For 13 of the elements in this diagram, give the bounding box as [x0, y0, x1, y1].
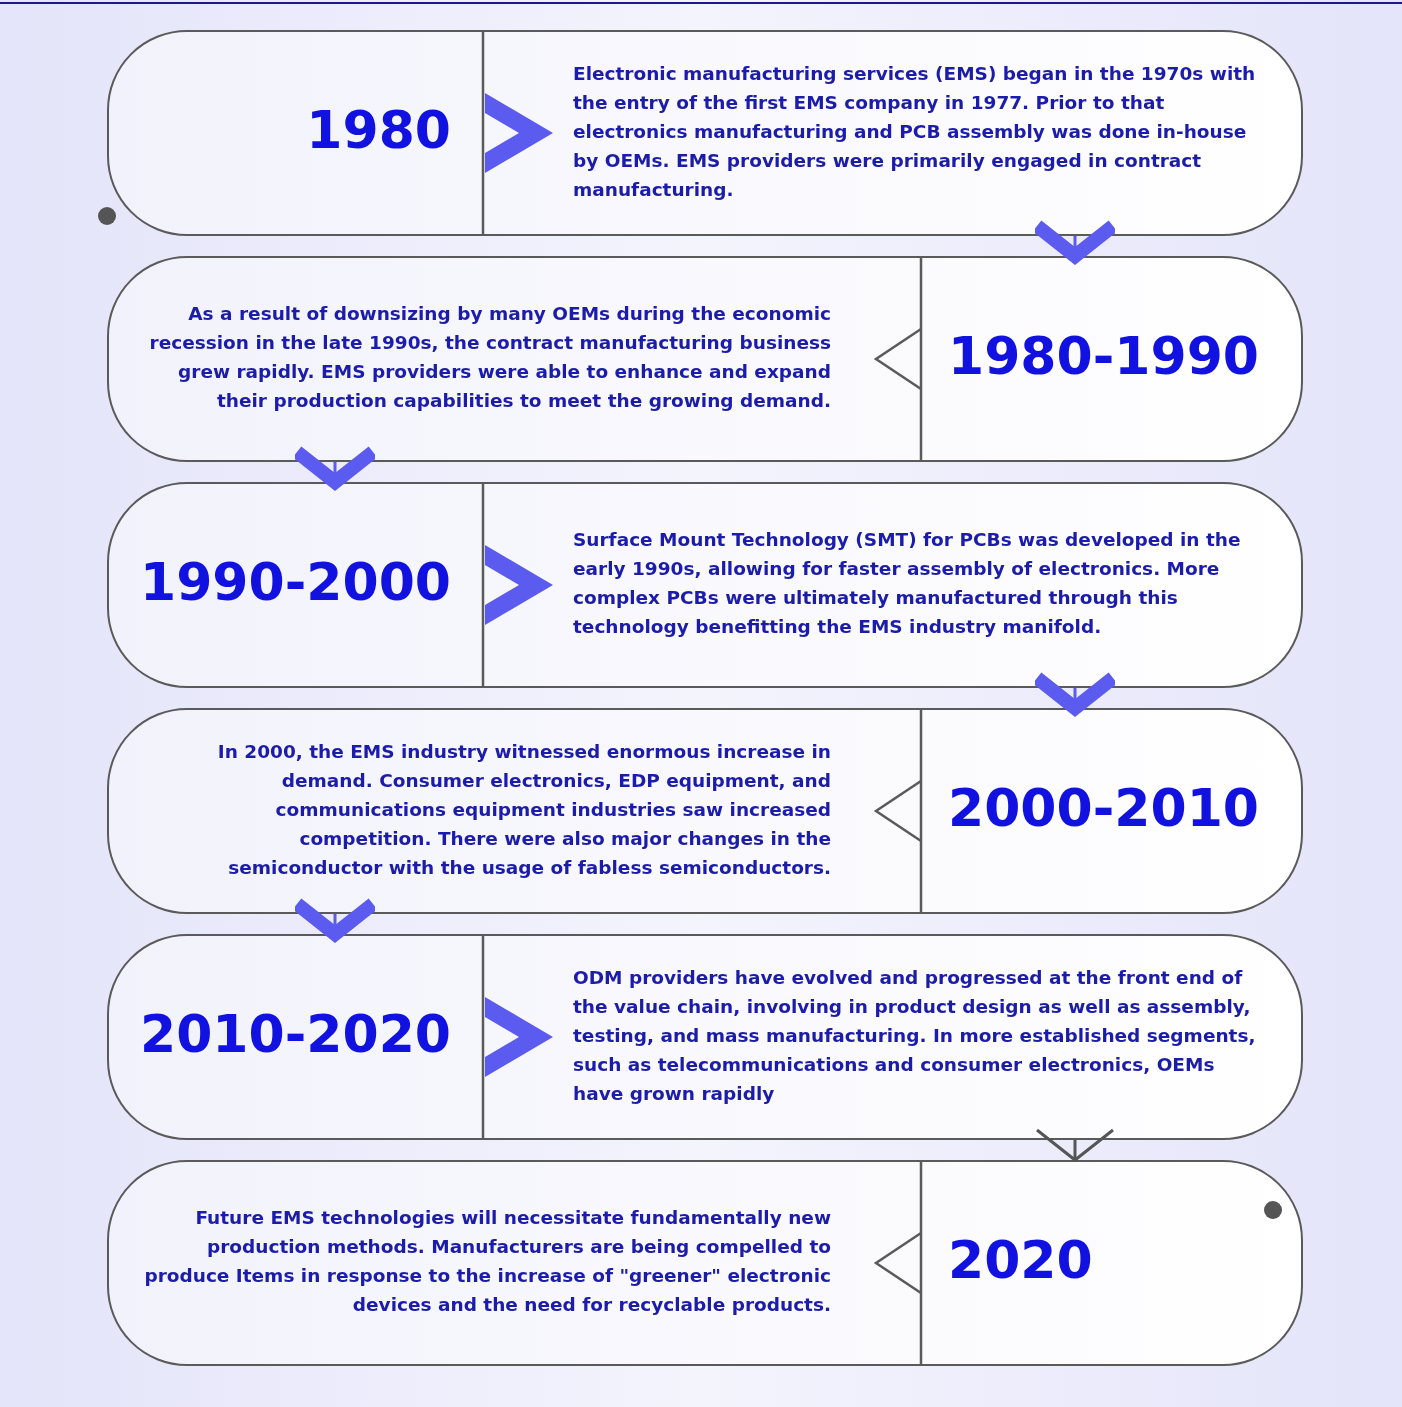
- year-label: 2000-2010: [948, 778, 1260, 838]
- year-label: 1980-1990: [948, 326, 1260, 386]
- year-label: 2010-2020: [139, 1004, 451, 1064]
- description-text: Electronic manufacturing services (EMS) began in the 1970s with the entry of the first EMS company in 1977. Prior to that electronics manufacturing and PCB assembly was done in-house by OEMs. EMS providers were primarily engaged in contract manufacturing.: [573, 61, 1257, 202]
- description-text: Surface Mount Technology (SMT) for PCBs was developed in the early 1990s, allowing for faster assembly of electronics. More complex PCBs were ultimately manufactured through this technology benefitting the EMS industry manifold.: [573, 528, 1242, 639]
- year-label: 2020: [948, 1230, 1093, 1290]
- description-text: Future EMS technologies will necessitate fundamentally new production methods. Manufacturers are being compelled to produce Items in response to the increase of "greener" electronic devices and the need for recyclable products.: [143, 1206, 831, 1317]
- year-label: 1990-2000: [139, 552, 451, 612]
- description-text: As a result of downsizing by many OEMs during the economic recession in the late 1990s, the contract manufacturing business grew rapidly. EMS providers were able to enhance and expand their production capabilities to meet the growing demand.: [148, 302, 831, 413]
- year-label: 1980: [306, 100, 451, 160]
- description-text: In 2000, the EMS industry witnessed enormous increase in demand. Consumer electronics, EDP equipment, and communications equipment industries saw increased competition. There were also major changes in the semiconductor with the usage of fabless semiconductors.: [216, 739, 831, 880]
- description-text: ODM providers have evolved and progressed at the front end of the value chain, involving in product design as well as assembly, testing, and mass manufacturing. In more established segments, such as telecommunications and consumer electronics, OEMs have grown rapidly: [573, 965, 1257, 1106]
- chevron-arrow: [1035, 1128, 1115, 1162]
